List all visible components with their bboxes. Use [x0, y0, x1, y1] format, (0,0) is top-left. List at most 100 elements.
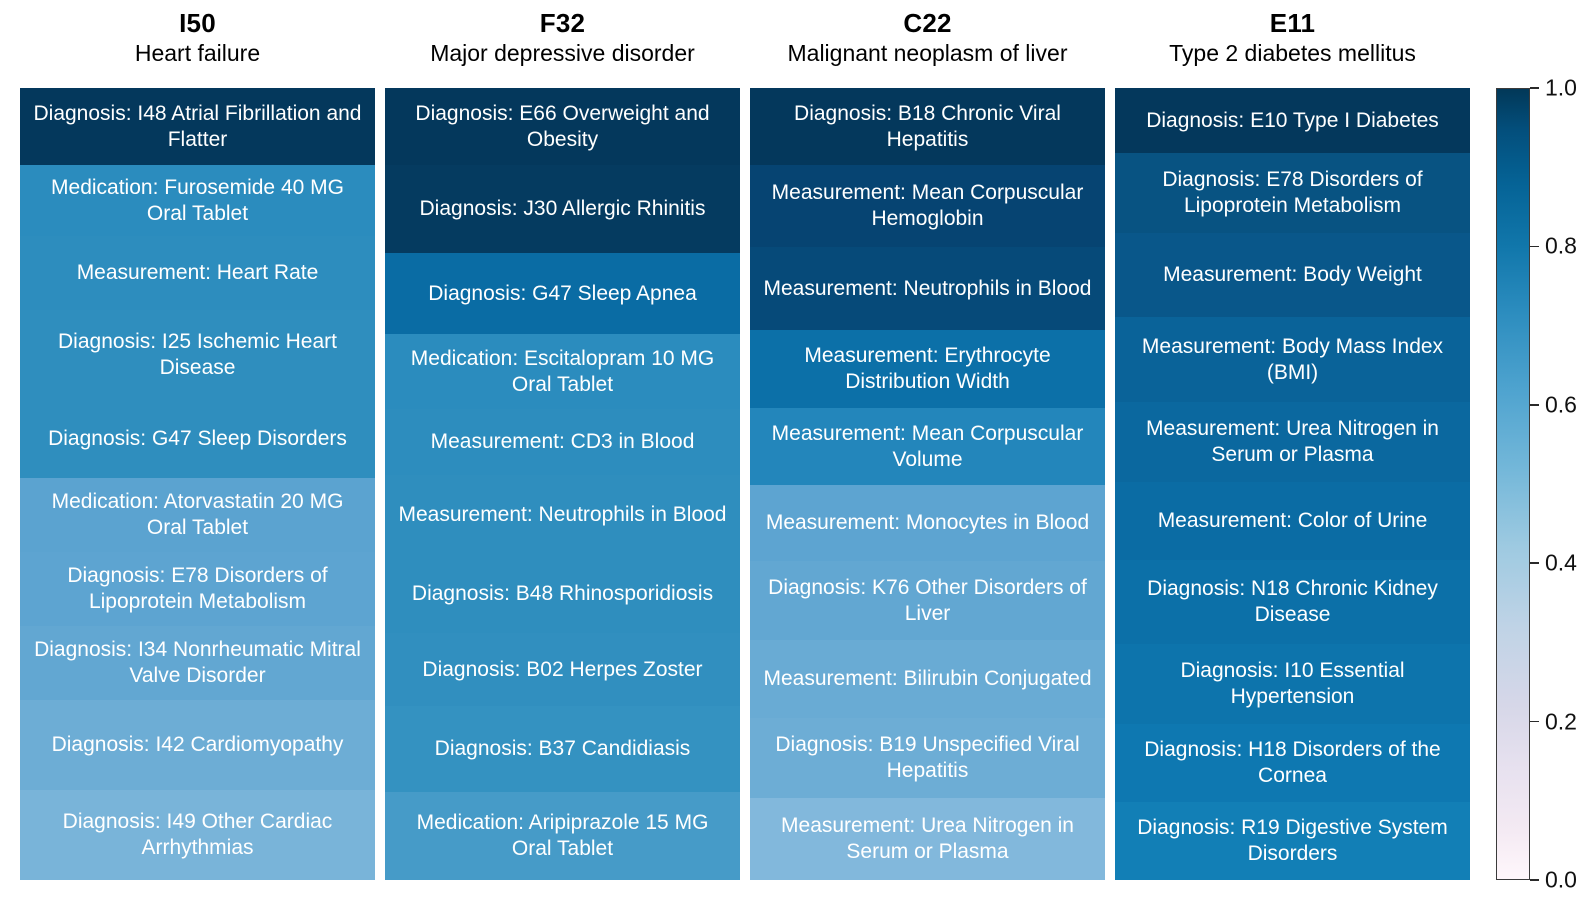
- heatmap-cell[interactable]: Diagnosis: N18 Chronic Kidney Disease: [1115, 560, 1470, 644]
- column-code: I50: [179, 8, 216, 38]
- heatmap-cell-label: Diagnosis: J30 Allergic Rhinitis: [419, 197, 706, 220]
- heatmap-cell-label: Diagnosis: E66 Overweight and Obesity: [415, 101, 710, 151]
- heatmap-cell-label: Diagnosis: I34 Nonrheumatic Mitral Valve…: [34, 638, 361, 687]
- colorbar-tick-mark: [1530, 562, 1539, 565]
- heatmap-cell[interactable]: Measurement: Mean Corpuscular Hemoglobin: [750, 165, 1105, 247]
- heatmap-cell[interactable]: Diagnosis: B18 Chronic Viral Hepatitis: [750, 88, 1105, 165]
- heatmap-cell-label: Diagnosis: N18 Chronic Kidney Disease: [1147, 577, 1438, 626]
- heatmap-cell-label: Measurement: Mean Corpuscular Hemoglobin: [771, 181, 1084, 230]
- heatmap-cell[interactable]: Measurement: Mean Corpuscular Volume: [750, 408, 1105, 485]
- colorbar-tick-label: 1.0: [1545, 74, 1577, 101]
- heatmap-cell[interactable]: Diagnosis: B48 Rhinosporidiosis: [385, 555, 740, 633]
- heatmap-cell[interactable]: Diagnosis: E78 Disorders of Lipoprotein …: [20, 552, 375, 626]
- heatmap-cell-label: Measurement: CD3 in Blood: [430, 430, 695, 453]
- colorbar-tick-label: 0.6: [1545, 391, 1577, 418]
- heatmap-cell-label: Diagnosis: E78 Disorders of Lipoprotein …: [1162, 168, 1423, 217]
- heatmap-cell[interactable]: Medication: Atorvastatin 20 MG Oral Tabl…: [20, 478, 375, 552]
- colorbar-gradient: [1496, 88, 1530, 880]
- heatmap-cell-label: Measurement: Body Weight: [1163, 263, 1422, 286]
- heatmap-cell[interactable]: Measurement: Color of Urine: [1115, 482, 1470, 560]
- column-cell-stack: Diagnosis: I48 Atrial Fibrillation and F…: [20, 88, 375, 880]
- heatmap-cell-label: Diagnosis: B48 Rhinosporidiosis: [411, 582, 714, 605]
- colorbar-tick-mark: [1530, 879, 1539, 881]
- heatmap-cell[interactable]: Measurement: Neutrophils in Blood: [385, 475, 740, 555]
- heatmap-cell-label: Measurement: Monocytes in Blood: [765, 511, 1090, 534]
- heatmap-cell[interactable]: Diagnosis: R19 Digestive System Disorder…: [1115, 802, 1470, 880]
- heatmap-cell-label: Measurement: Heart Rate: [76, 261, 319, 284]
- heatmap-cell[interactable]: Measurement: Neutrophils in Blood: [750, 247, 1105, 330]
- heatmap-cell[interactable]: Diagnosis: B37 Candidiasis: [385, 706, 740, 792]
- colorbar-tick-label: 0.8: [1545, 232, 1577, 259]
- column-name: Malignant neoplasm of liver: [787, 40, 1068, 66]
- heatmap-cell-label: Diagnosis: I49 Other Cardiac Arrhythmias: [62, 810, 333, 859]
- heatmap-cell[interactable]: Measurement: Body Weight: [1115, 233, 1470, 317]
- heatmap-cell-label: Diagnosis: I48 Atrial Fibrillation and F…: [33, 101, 362, 151]
- heatmap-cell[interactable]: Diagnosis: G47 Sleep Apnea: [385, 253, 740, 334]
- heatmap-cell-label: Measurement: Urea Nitrogen in Serum or P…: [1146, 417, 1439, 466]
- heatmap-cell-label: Measurement: Color of Urine: [1157, 509, 1428, 532]
- heatmap-cell[interactable]: Diagnosis: E10 Type I Diabetes: [1115, 88, 1470, 153]
- heatmap-cell-label: Measurement: Neutrophils in Blood: [763, 276, 1092, 300]
- heatmap-cell[interactable]: Diagnosis: K76 Other Disorders of Liver: [750, 561, 1105, 640]
- heatmap-cell[interactable]: Diagnosis: E78 Disorders of Lipoprotein …: [1115, 153, 1470, 233]
- column-code: F32: [539, 8, 586, 38]
- heatmap-cell-label: Diagnosis: E78 Disorders of Lipoprotein …: [67, 564, 328, 613]
- heatmap-cell-label: Diagnosis: B18 Chronic Viral Hepatitis: [794, 101, 1061, 151]
- colorbar-tick-label: 0.0: [1545, 866, 1577, 893]
- heatmap-cell[interactable]: Measurement: Urea Nitrogen in Serum or P…: [750, 798, 1105, 880]
- heatmap-cell-label: Diagnosis: G47 Sleep Apnea: [428, 281, 697, 305]
- heatmap-cell[interactable]: Medication: Escitalopram 10 MG Oral Tabl…: [385, 334, 740, 409]
- heatmap-cell-label: Diagnosis: K76 Other Disorders of Liver: [768, 575, 1087, 625]
- heatmap-cell[interactable]: Diagnosis: G47 Sleep Disorders: [20, 400, 375, 478]
- heatmap-cell[interactable]: Measurement: Monocytes in Blood: [750, 485, 1105, 561]
- heatmap-cell[interactable]: Diagnosis: I49 Other Cardiac Arrhythmias: [20, 790, 375, 880]
- colorbar-tick-mark: [1530, 245, 1539, 248]
- heatmap-cell[interactable]: Measurement: Erythrocyte Distribution Wi…: [750, 330, 1105, 408]
- heatmap-cell[interactable]: Diagnosis: I10 Essential Hypertension: [1115, 644, 1470, 724]
- colorbar-tick-mark: [1530, 720, 1539, 723]
- heatmap-cell[interactable]: Diagnosis: I48 Atrial Fibrillation and F…: [20, 88, 375, 165]
- heatmap-cell-label: Diagnosis: B02 Herpes Zoster: [422, 657, 703, 681]
- column-code: C22: [903, 8, 952, 38]
- heatmap-cell-label: Medication: Furosemide 40 MG Oral Tablet: [51, 175, 344, 225]
- colorbar-tick-label: 0.4: [1545, 549, 1577, 576]
- heatmap-cell[interactable]: Measurement: Body Mass Index (BMI): [1115, 317, 1470, 402]
- heatmap-cell[interactable]: Measurement: CD3 in Blood: [385, 409, 740, 475]
- heatmap-cell[interactable]: Diagnosis: E66 Overweight and Obesity: [385, 88, 740, 165]
- colorbar-tick-mark: [1530, 87, 1539, 89]
- heatmap-cell-label: Measurement: Bilirubin Conjugated: [763, 667, 1092, 690]
- heatmap-cell[interactable]: Measurement: Bilirubin Conjugated: [750, 640, 1105, 718]
- heatmap-cell[interactable]: Diagnosis: J30 Allergic Rhinitis: [385, 165, 740, 253]
- column-name: Heart failure: [134, 40, 261, 66]
- heatmap-cell[interactable]: Diagnosis: B02 Herpes Zoster: [385, 633, 740, 706]
- heatmap-cell-label: Measurement: Mean Corpuscular Volume: [771, 421, 1084, 471]
- heatmap-cell-label: Diagnosis: I25 Ischemic Heart Disease: [58, 330, 337, 379]
- heatmap-cell[interactable]: Measurement: Heart Rate: [20, 236, 375, 310]
- heatmap-cell-label: Measurement: Urea Nitrogen in Serum or P…: [781, 814, 1074, 863]
- colorbar-tick-mark: [1530, 403, 1539, 406]
- heatmap-cell[interactable]: Diagnosis: I25 Ischemic Heart Disease: [20, 310, 375, 400]
- heatmap-cell-label: Measurement: Body Mass Index (BMI): [1141, 334, 1444, 384]
- heatmap-cell-label: Diagnosis: I10 Essential Hypertension: [1180, 659, 1405, 708]
- heatmap-cell-label: Measurement: Erythrocyte Distribution Wi…: [804, 344, 1051, 393]
- heatmap-cell[interactable]: Measurement: Urea Nitrogen in Serum or P…: [1115, 402, 1470, 482]
- heatmap-cell[interactable]: Diagnosis: I42 Cardiomyopathy: [20, 700, 375, 790]
- heatmap-cell[interactable]: Diagnosis: H18 Disorders of the Cornea: [1115, 724, 1470, 802]
- heatmap-cell[interactable]: Diagnosis: B19 Unspecified Viral Hepatit…: [750, 718, 1105, 798]
- column-name: Major depressive disorder: [430, 40, 695, 66]
- heatmap-cell-label: Medication: Atorvastatin 20 MG Oral Tabl…: [51, 490, 344, 539]
- heatmap-cell-label: Diagnosis: G47 Sleep Disorders: [48, 427, 347, 450]
- heatmap-cell[interactable]: Medication: Aripiprazole 15 MG Oral Tabl…: [385, 792, 740, 880]
- heatmap-cell[interactable]: Medication: Furosemide 40 MG Oral Tablet: [20, 165, 375, 236]
- heatmap-cell-label: Diagnosis: I42 Cardiomyopathy: [51, 733, 344, 756]
- heatmap-cell[interactable]: Diagnosis: I34 Nonrheumatic Mitral Valve…: [20, 626, 375, 700]
